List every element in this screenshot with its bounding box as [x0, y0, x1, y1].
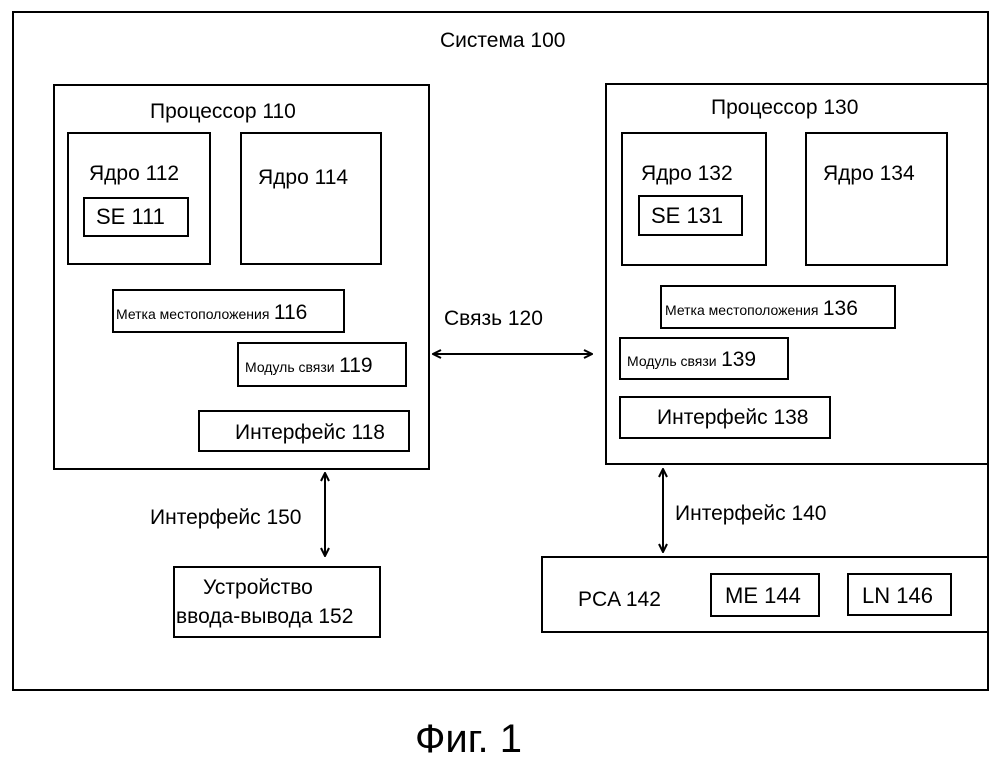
figure-caption: Фиг. 1 [415, 719, 522, 759]
